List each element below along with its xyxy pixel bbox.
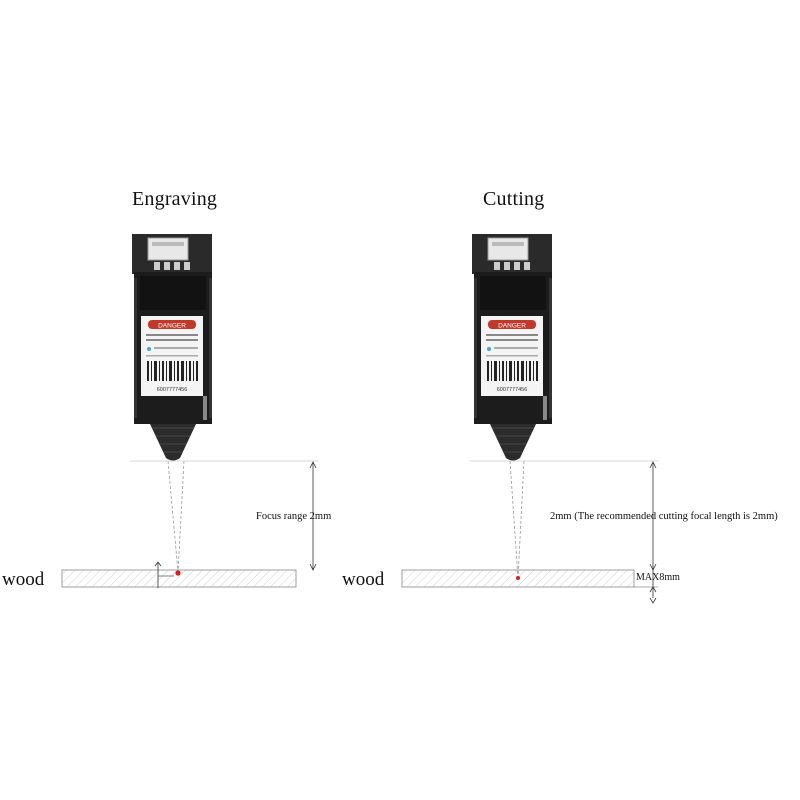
focus-point-cutting — [516, 576, 520, 580]
wood-label-engraving: wood — [2, 569, 45, 590]
focus-range-dimension — [309, 461, 317, 571]
cutting-panel: Cutting DANGER — [340, 0, 778, 800]
laser-beam-engraving — [167, 460, 185, 573]
max-thickness-dimension — [634, 570, 658, 604]
cutting-diagram: DANGER 6007777456 — [401, 234, 658, 604]
danger-text: DANGER — [498, 323, 526, 330]
focal-length-label: 2mm (The recommended cutting focal lengt… — [550, 511, 778, 522]
cutting-title: Cutting — [483, 188, 545, 210]
engraving-title: Engraving — [132, 188, 218, 210]
serial-number: 6007777456 — [497, 387, 528, 393]
max-thickness-label: MAX8mm — [636, 572, 680, 583]
focus-depth-marker — [154, 561, 174, 588]
focus-point-engraving — [175, 570, 181, 576]
laser-beam-cutting — [509, 460, 525, 579]
danger-text: DANGER — [158, 323, 186, 330]
engraving-panel: Engraving DANGER — [2, 188, 332, 590]
laser-module-engraving: DANGER 6007777456 — [132, 234, 212, 461]
wood-label-cutting: wood — [342, 569, 385, 590]
laser-module-cutting: DANGER 6007777456 — [472, 234, 552, 461]
wood-board-engraving — [61, 569, 297, 588]
serial-number: 6007777456 — [157, 387, 188, 393]
engraving-diagram: DANGER 6007777456 — [61, 234, 318, 588]
focus-range-label: Focus range 2mm — [256, 511, 332, 522]
